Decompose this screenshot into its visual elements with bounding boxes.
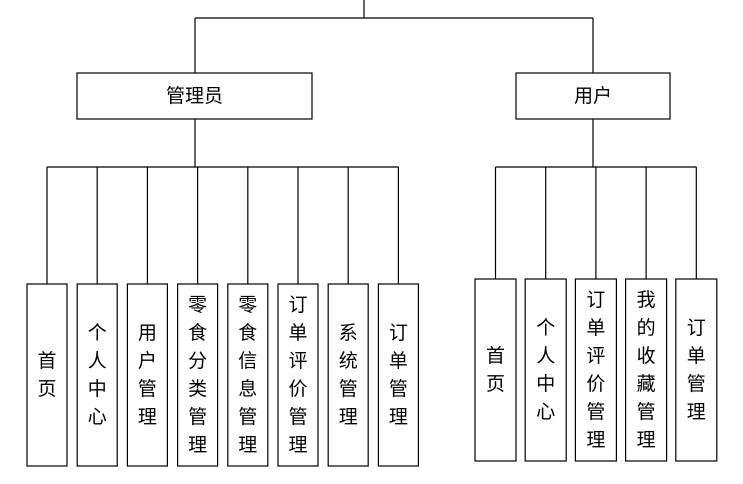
user-node xyxy=(515,72,671,120)
user-module-label: 个人中心 xyxy=(536,317,555,423)
user-module-label: 订单评价管理 xyxy=(586,289,605,451)
user-module-label: 订单管理 xyxy=(687,317,706,423)
admin-module-label: 个人中心 xyxy=(88,322,107,428)
user-module-box xyxy=(574,278,618,462)
admin-node-label: 管理员 xyxy=(166,85,223,107)
admin-module-box xyxy=(377,283,419,467)
admin-children: 首页 个人中心 用户管理 零食分类管理 零食信息管理 订单评价管理 系统管理 订单管理 xyxy=(26,166,419,467)
user-module-box xyxy=(474,278,517,462)
admin-module-label: 系统管理 xyxy=(339,322,358,428)
admin-module-box xyxy=(126,283,169,467)
user-node-label: 用户 xyxy=(574,85,612,107)
admin-module-box xyxy=(227,283,269,467)
admin-module-label: 首页 xyxy=(37,350,56,400)
admin-module-box xyxy=(327,283,369,467)
admin-module-label: 订单管理 xyxy=(389,322,408,428)
user-module-box xyxy=(524,278,567,462)
admin-module-label: 零食分类管理 xyxy=(188,294,207,456)
connector-lines xyxy=(194,0,594,167)
admin-module-box xyxy=(277,283,319,467)
admin-module-box xyxy=(26,283,68,467)
admin-module-box xyxy=(76,283,118,467)
user-module-box xyxy=(675,278,718,462)
user-module-label: 首页 xyxy=(486,345,505,395)
admin-module-label: 用户管理 xyxy=(138,322,157,428)
user-children: 首页 个人中心 订单评价管理 我的收藏管理 订单管理 xyxy=(474,166,718,462)
user-module-label: 我的收藏管理 xyxy=(637,289,656,451)
admin-module-box xyxy=(177,283,219,467)
admin-module-label: 零食信息管理 xyxy=(238,294,257,456)
admin-node xyxy=(76,72,313,120)
admin-module-label: 订单评价管理 xyxy=(288,294,307,456)
user-module-box xyxy=(624,278,668,462)
